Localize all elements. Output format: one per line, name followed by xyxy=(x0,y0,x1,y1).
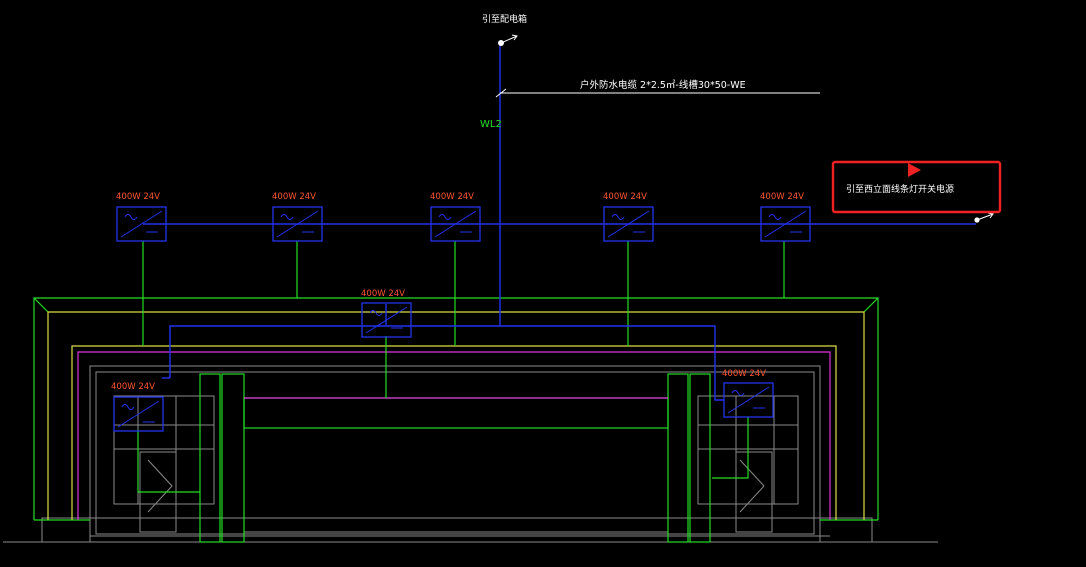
ac-wave-icon xyxy=(369,310,383,316)
transformer-rating-label: 400W 24V xyxy=(722,369,766,379)
transformer-diagonal xyxy=(120,210,163,238)
transformer-rating-label: 400W 24V xyxy=(111,382,155,392)
source-terminal xyxy=(498,34,518,46)
transformer-diagonal xyxy=(727,386,770,414)
green-outline-frame xyxy=(33,297,879,543)
transformer-diagonal xyxy=(276,210,319,238)
transformer-3[interactable]: 400W 24V xyxy=(430,192,481,242)
ac-wave-icon xyxy=(731,390,745,396)
transformer-box xyxy=(760,206,811,242)
yellow-light-strip xyxy=(47,311,865,520)
transformer-diagonal xyxy=(365,306,408,334)
transformer-8[interactable]: 400W 24V xyxy=(722,369,774,418)
ac-wave-icon xyxy=(280,214,294,220)
highlight-box[interactable] xyxy=(831,160,1002,214)
transformer-2[interactable]: 400W 24V xyxy=(272,192,323,242)
flag-marker-icon xyxy=(908,163,921,177)
transformer-diagonal xyxy=(117,400,160,428)
green-drop-lines xyxy=(137,241,785,493)
transformer-box xyxy=(272,206,323,242)
transformer-6[interactable]: 400W 24V xyxy=(361,289,412,338)
cable-spec-leader xyxy=(495,88,820,98)
transformer-rating-label: 400W 24V xyxy=(760,192,804,202)
east-terminal xyxy=(974,212,994,223)
transformer-box xyxy=(723,382,774,418)
transformer-rating-label: 400W 24V xyxy=(116,192,160,202)
transformer-box xyxy=(603,206,654,242)
top-source-label: 引至配电箱 xyxy=(482,13,527,25)
transformer-4[interactable]: 400W 24V xyxy=(603,192,654,242)
ac-wave-icon xyxy=(438,214,452,220)
ac-wave-icon xyxy=(121,404,135,410)
transformer-1[interactable]: 400W 24V xyxy=(116,192,167,242)
transformer-group: 400W 24V 400W 24V 400W 24V 400W 24V 400W 24V… xyxy=(111,192,811,432)
transformer-box xyxy=(113,396,164,432)
transformer-7[interactable]: 400W 24V xyxy=(111,382,164,432)
circuit-label: WL2 xyxy=(480,119,502,130)
transformer-box xyxy=(361,302,412,338)
transformer-rating-label: 400W 24V xyxy=(272,192,316,202)
transformer-diagonal xyxy=(434,210,477,238)
magenta-light-strip xyxy=(77,351,831,520)
transformer-rating-label: 400W 24V xyxy=(430,192,474,202)
transformer-5[interactable]: 400W 24V xyxy=(760,192,811,242)
transformer-diagonal xyxy=(764,210,807,238)
transformer-rating-label: 400W 24V xyxy=(603,192,647,202)
blue-feeder-network xyxy=(143,44,976,401)
ac-wave-icon xyxy=(611,214,625,220)
cable-spec-label: 户外防水电缆 2*2.5㎡-线槽30*50-WE xyxy=(580,79,746,91)
transformer-box xyxy=(116,206,167,242)
ac-wave-icon xyxy=(768,214,782,220)
ac-wave-icon xyxy=(124,214,138,220)
transformer-diagonal xyxy=(607,210,650,238)
side-note-label: 引至西立面线条灯开关电源 xyxy=(846,183,954,195)
transformer-rating-label: 400W 24V xyxy=(361,289,405,299)
transformer-box xyxy=(430,206,481,242)
